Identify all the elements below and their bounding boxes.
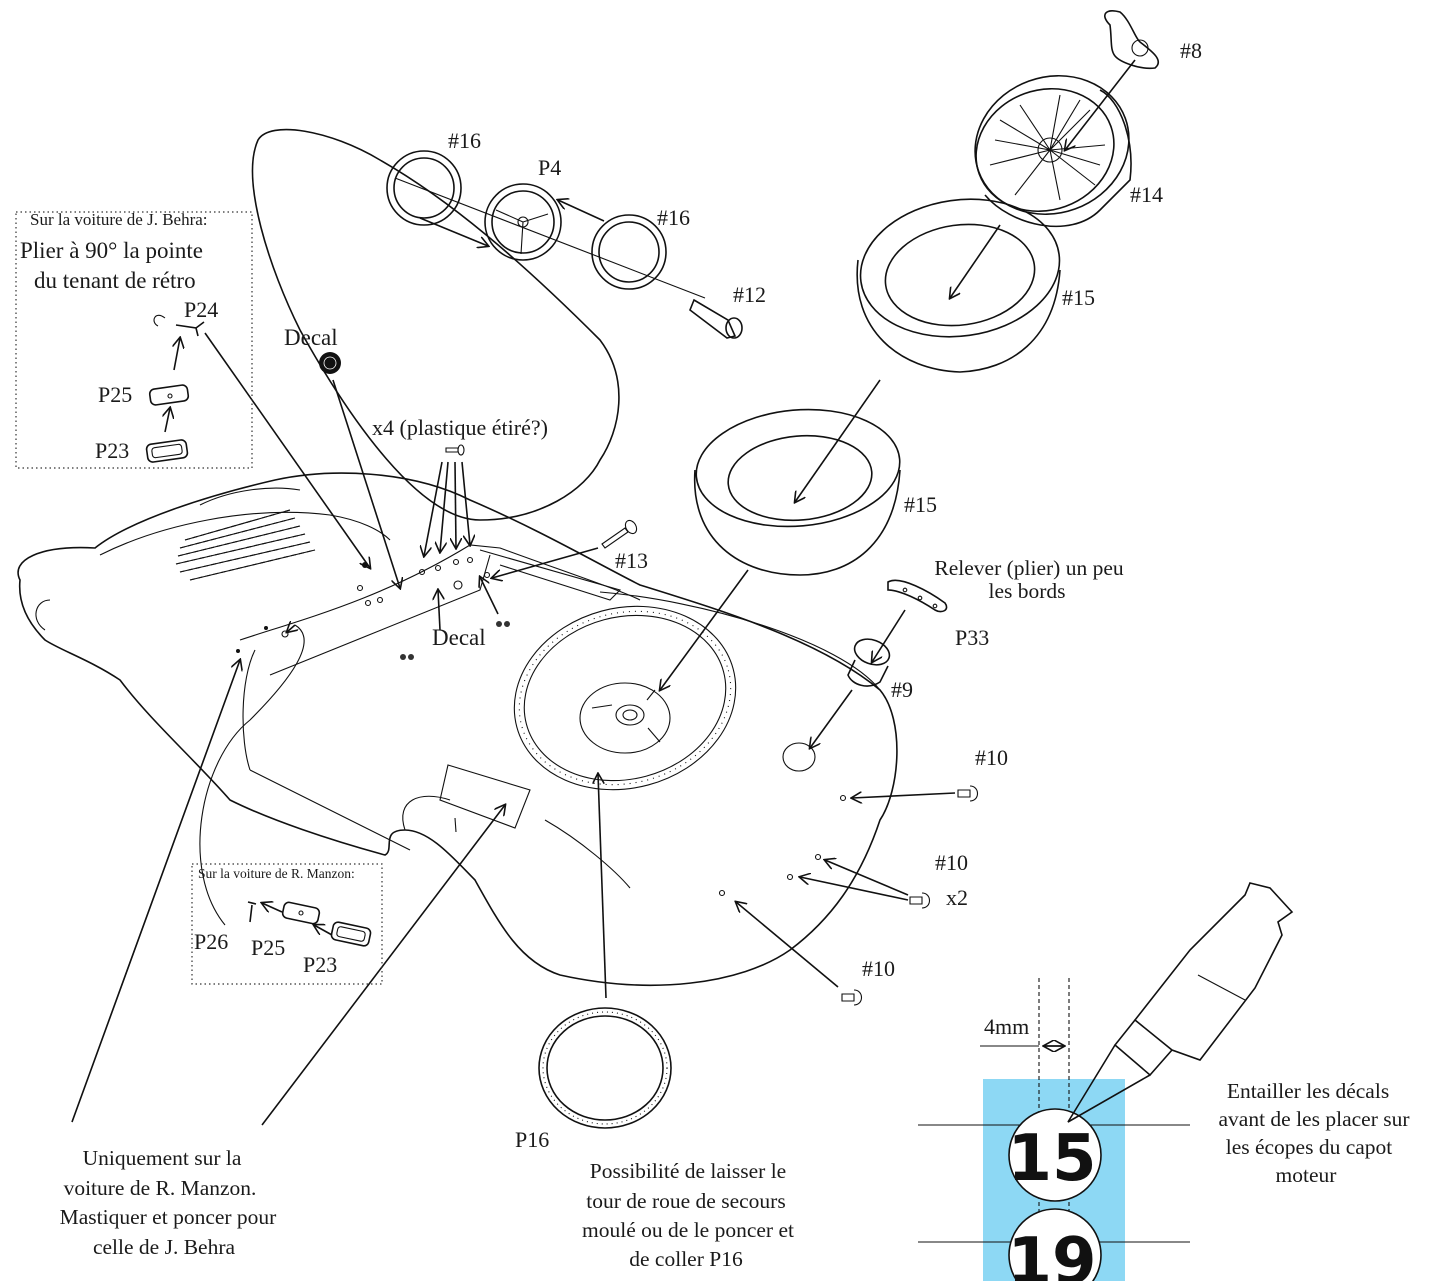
decal-note-1: Entailler les décals (1227, 1079, 1389, 1103)
behra-p23: P23 (95, 438, 129, 463)
label-p33: P33 (955, 625, 989, 650)
label-4mm: 4mm (984, 1014, 1029, 1039)
rear-wheel-assembly (660, 10, 1160, 690)
label-15b: #15 (904, 492, 937, 517)
hood-louvers (175, 509, 316, 581)
label-10a: #10 (975, 745, 1008, 770)
label-13: #13 (615, 548, 648, 573)
manzon-note-4: celle de J. Behra (93, 1235, 236, 1259)
spare-note-2: tour de roue de secours (586, 1189, 785, 1213)
manzon-note-2: voiture de R. Manzon. (64, 1176, 257, 1200)
behra-box-text: Sur la voiture de J. Behra: Plier à 90° … (20, 210, 218, 463)
label-p4: P4 (538, 155, 561, 180)
spare-note-4: de coller P16 (629, 1247, 743, 1271)
label-decal-top: Decal (284, 325, 338, 350)
decal-note-4: moteur (1276, 1163, 1337, 1187)
behra-detail-box (15, 211, 253, 469)
spare-wheel-recess (513, 605, 737, 791)
manzon-p26: P26 (194, 929, 228, 954)
decal-cutting-detail (918, 882, 1294, 1281)
manzon-p25: P25 (251, 935, 285, 960)
label-x2: x2 (946, 885, 968, 910)
spare-note-1: Possibilité de laisser le (590, 1159, 786, 1183)
small-parts (71, 332, 979, 1129)
instruction-notes: Relever (plier) un peu les bords Uniquem… (60, 556, 1410, 1271)
relever-line2: les bords (988, 579, 1065, 603)
relever-line1: Relever (plier) un peu (934, 556, 1123, 580)
label-9: #9 (891, 677, 913, 702)
behra-line1: Plier à 90° la pointe (20, 238, 203, 263)
manzon-p23: P23 (303, 952, 337, 977)
label-x4: x4 (plastique étiré?) (372, 415, 548, 440)
label-16a: #16 (448, 128, 481, 153)
behra-p25: P25 (98, 382, 132, 407)
label-12: #12 (733, 282, 766, 307)
label-14: #14 (1130, 182, 1163, 207)
decal-numbers: 15 19 (1007, 1122, 1096, 1281)
decal-number-19: 19 (1007, 1225, 1096, 1281)
label-16b: #16 (657, 205, 690, 230)
manzon-detail-box (191, 863, 383, 985)
label-decal-mid: Decal (432, 625, 486, 650)
label-8: #8 (1180, 38, 1202, 63)
spare-note-3: moulé ou de le poncer et (582, 1218, 794, 1242)
behra-title: Sur la voiture de J. Behra: (30, 210, 208, 229)
decal-note-2: avant de les placer sur (1218, 1107, 1409, 1131)
behra-line2: du tenant de rétro (34, 268, 196, 293)
label-10b: #10 (935, 850, 968, 875)
label-10c: #10 (862, 956, 895, 981)
manzon-note-3: Mastiquer et poncer pour (60, 1205, 277, 1229)
manzon-note-1: Uniquement sur la (83, 1146, 242, 1170)
label-p16: P16 (515, 1127, 549, 1152)
decal-number-15: 15 (1007, 1122, 1096, 1196)
decal-note-3: les écopes du capot (1226, 1135, 1393, 1159)
car-body (17, 472, 898, 986)
manzon-box-text: Sur la voiture de R. Manzon: P26 P25 P23 (194, 866, 355, 977)
steering-wheel-group (251, 128, 743, 521)
behra-p24: P24 (184, 297, 218, 322)
label-15a: #15 (1062, 285, 1095, 310)
part-labels: #16 P4 #16 #12 #8 #14 #15 #15 #13 P33 #9… (284, 38, 1202, 1152)
manzon-title: Sur la voiture de R. Manzon: (198, 866, 355, 881)
